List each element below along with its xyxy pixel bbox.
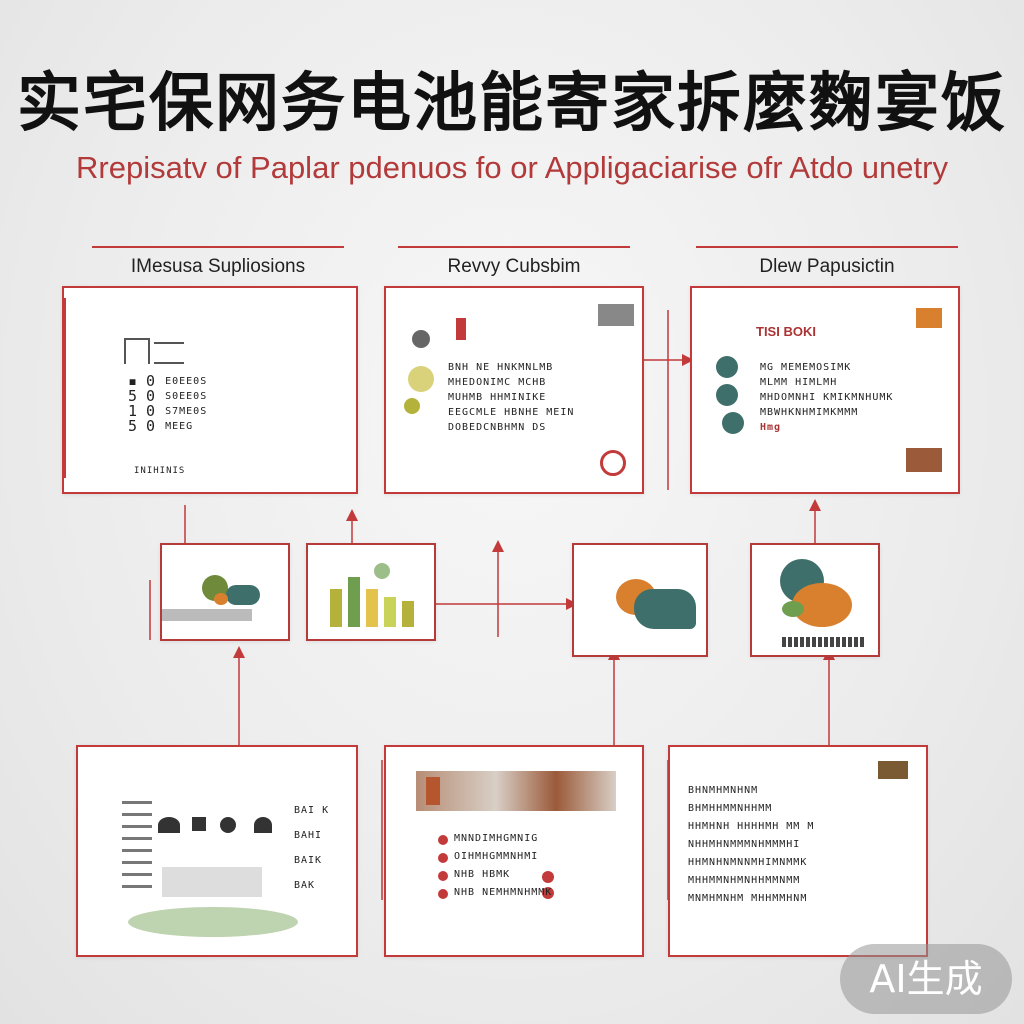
tag-icon (878, 761, 908, 779)
text-line: NHB NEMHMNHMMK (454, 887, 553, 898)
chart-glyph-icon (124, 338, 150, 364)
person-icon (192, 817, 206, 831)
image-thumb-icon (598, 304, 634, 326)
street-houses-icon (416, 771, 616, 811)
text-line: MHHMMNHMNHHMMNMM (688, 875, 801, 886)
bottom-box-3: BHNMHMNHNM BHMHHMMNHHMM HHMHNH HHHHMH MM… (668, 745, 928, 957)
box-footer: Hmg (760, 422, 782, 433)
fruit-icon (214, 593, 228, 605)
badge-icon (600, 450, 626, 476)
bottom-box-1: BAI K BAHI BAIK BAK (76, 745, 358, 957)
grass-shape (128, 907, 298, 937)
ai-generated-badge: AI生成 (840, 944, 1012, 1014)
tag-icon (916, 308, 942, 328)
box-footer: INIHINIS (134, 466, 186, 476)
box-side-rule (64, 298, 82, 478)
leaf-icon (782, 601, 804, 617)
text-line: MLMM HIMLMH (760, 377, 838, 388)
person-icon (412, 330, 430, 348)
section-header-3: Dlew Papusictin (696, 246, 958, 284)
icon-circle (716, 384, 738, 406)
bottom-box-2: MNNDIMHGMNIG OIHMHGMMNHMI NHB HBMK NHB N… (384, 745, 644, 957)
person-icon (158, 817, 180, 833)
text-line: EEGCMLE HBNHE MEIN (448, 407, 575, 418)
bar-icon (384, 597, 396, 627)
text-line: MHEDONIMC MCHB (448, 377, 547, 388)
platform-shape (162, 609, 252, 621)
text-line: BNH NE HNKMNLMB (448, 362, 554, 373)
person-icon (254, 817, 272, 833)
text-line: DOBEDCNBHMN DS (448, 422, 547, 433)
house-icon (162, 867, 262, 897)
bar-icon (366, 589, 378, 627)
bullet-icon (438, 889, 448, 899)
bubble-icon (408, 366, 434, 392)
cloud-icon (226, 585, 260, 605)
text-line: NHHMHNMMMNHMMMHI (688, 839, 801, 850)
mid-box-1 (160, 543, 290, 641)
text-line: BHMHHMMNHHMM (688, 803, 773, 814)
text-line: BAHI (294, 830, 323, 841)
person-icon (220, 817, 236, 833)
text-line: MNMHMNHM MHHMMHNM (688, 893, 808, 904)
bar-icon (348, 577, 360, 627)
text-line: BAIK (294, 855, 323, 866)
door-icon (426, 777, 440, 805)
text-line: MUHMB HHMINIKE (448, 392, 547, 403)
bullet-icon (542, 887, 554, 899)
text-line: S0EE0S (165, 391, 208, 402)
bullet-icon (438, 871, 448, 881)
text-line: BHNMHMNHNM (688, 785, 759, 796)
section-header-1: IMesusa Supliosions (92, 246, 344, 284)
icon-circle (716, 356, 738, 378)
text-line: BAK (294, 880, 316, 891)
text-line: OIHMHGMMNHMI (454, 851, 539, 862)
list-glyph-icon (122, 801, 152, 897)
top-box-2: BNH NE HNKMNLMB MHEDONIMC MCHB MUHMB HHM… (384, 286, 644, 494)
mid-box-2-bar-icons (306, 543, 436, 641)
text-line: BAI K (294, 805, 330, 816)
box-heading: TISI BOKI (756, 324, 816, 339)
mid-box-5 (750, 543, 880, 657)
icon-circle (722, 412, 744, 434)
text-line: MHDOMNHI KMIKMNHUMK (760, 392, 894, 403)
text-line: MNNDIMHGMNIG (454, 833, 539, 844)
bar-icon (402, 601, 414, 627)
bullet-icon (438, 835, 448, 845)
text-line: NHB HBMK (454, 869, 511, 880)
page-subtitle-english: Rrepisatv of Paplar pdenuos fo or Applig… (76, 150, 948, 185)
marker-icon (456, 318, 466, 340)
text-line: MEEG (165, 421, 194, 432)
text-line: HHMHNH HHHHMH MM M (688, 821, 815, 832)
building-icon (906, 448, 942, 472)
top-box-3: TISI BOKI MG MEMEMOSIMK MLMM HIMLMH MHDO… (690, 286, 960, 494)
text-line: S7ME0S (165, 406, 208, 417)
bar-icon (330, 589, 342, 627)
section-header-2: Revvy Cubsbim (398, 246, 630, 284)
text-placeholder (782, 637, 864, 647)
cloud-icon (634, 589, 696, 629)
mid-box-4 (572, 543, 708, 657)
bubble-icon (404, 398, 420, 414)
chart-glyph-icon (154, 342, 184, 364)
bullet-icon (542, 871, 554, 883)
leaf-icon (374, 563, 390, 579)
bullet-icon (438, 853, 448, 863)
text-line: HHMNHNMNNMHIMNMMK (688, 857, 808, 868)
text-line: MG MEMEMOSIMK (760, 362, 852, 373)
text-line: E0EE0S (165, 376, 208, 387)
page-title-chinese: 实宅保网务电池能寄家拆麼麴宴饭 (17, 67, 1007, 141)
text-line: MBWHKNHMIMKMMM (760, 407, 859, 418)
